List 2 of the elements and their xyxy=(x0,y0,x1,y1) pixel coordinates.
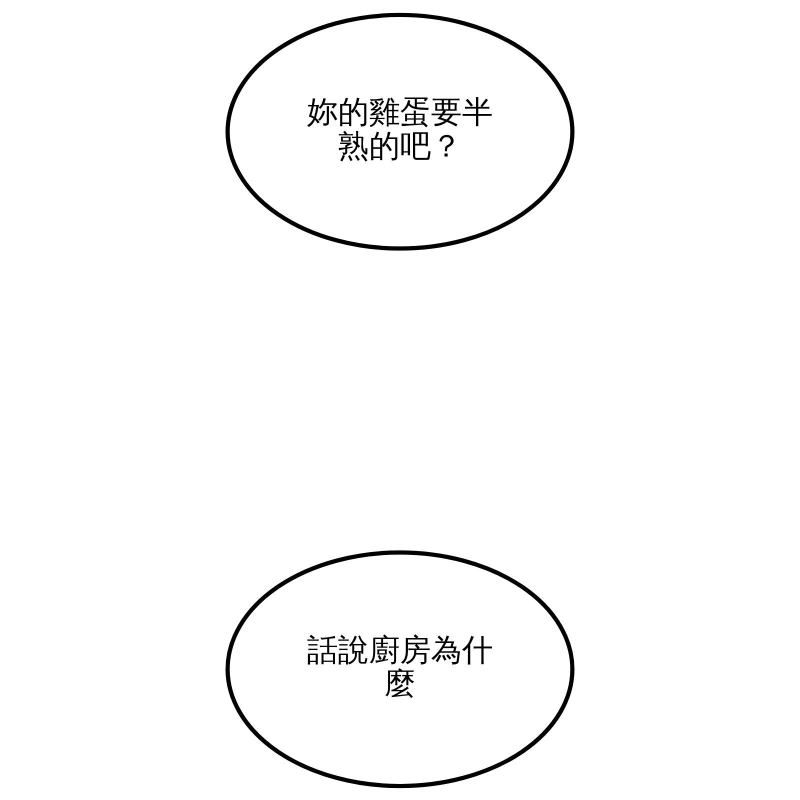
node-ellipse: 妳的雞蛋要半熟的吧？ xyxy=(226,12,574,250)
node-ellipse: 話說廚房為什麼 xyxy=(226,550,574,788)
